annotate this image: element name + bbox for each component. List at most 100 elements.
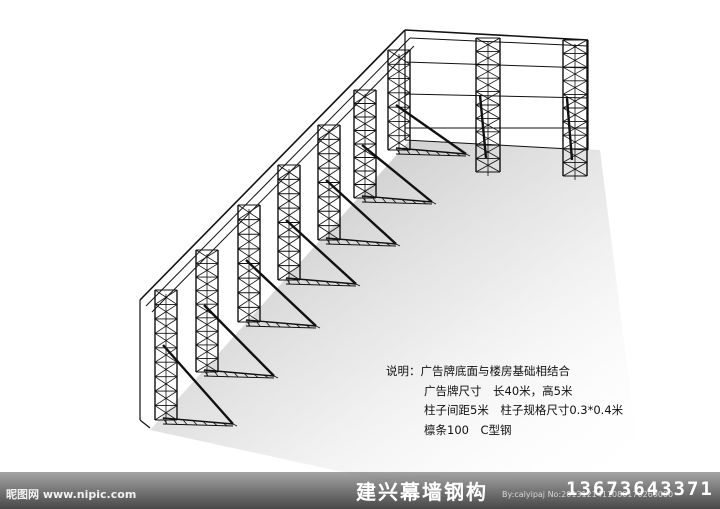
brace-lacing [391, 198, 397, 204]
column-lacing [195, 358, 219, 373]
support-brace [203, 304, 279, 379]
brace-lacing [182, 419, 188, 425]
brace-lacing [295, 278, 301, 285]
column-lacing [195, 276, 219, 292]
column-lacing [353, 143, 377, 158]
column-lacing [154, 361, 178, 378]
brace-lacing [212, 421, 218, 426]
column-lacing [237, 277, 261, 294]
brace-lacing [385, 242, 391, 247]
truss-column [237, 204, 261, 326]
column-lacing [353, 170, 377, 185]
brace-lacing [162, 417, 168, 425]
brace-lacing [245, 319, 251, 327]
column-lacing [277, 193, 301, 209]
brace-lacing [255, 320, 261, 327]
brace-base-chord [245, 319, 317, 327]
brace-lacing [275, 322, 281, 328]
brace-base-chord [285, 277, 357, 285]
brace-lacing [295, 323, 301, 328]
column-lacing [562, 39, 588, 54]
column-lacing [277, 250, 301, 266]
column-lacing [353, 157, 377, 172]
brace-lacing [213, 370, 219, 377]
column-lacing [154, 289, 178, 305]
truss-column [562, 39, 588, 180]
column-lacing [237, 248, 261, 264]
frame-top-rail-right [404, 29, 589, 41]
column-lacing [195, 303, 219, 319]
column-lacing [277, 236, 301, 252]
description-block: 说明：广告牌底面与楼房基础相结合 广告牌尺寸 长40米，高5米 柱子间距5米 柱… [386, 362, 686, 440]
column-lacing [317, 167, 341, 183]
column-lacing [154, 318, 178, 334]
column-lacing [562, 53, 588, 68]
brace-lacing [401, 199, 407, 204]
brace-lacing [243, 373, 249, 378]
column-lacing [277, 179, 301, 195]
brace-lacing [465, 153, 471, 157]
column-lacing [353, 89, 377, 104]
brace-lacing [355, 240, 361, 246]
column-lacing [475, 51, 501, 66]
column-lacing [195, 344, 219, 359]
brace-lacing [233, 372, 239, 378]
watermark-bar [0, 472, 720, 509]
brace-base-chord [361, 195, 433, 203]
column-lacing [562, 107, 588, 122]
brace-lacing [222, 422, 228, 427]
brace-lacing [263, 374, 269, 379]
brace-base-chord [325, 243, 397, 247]
column-lacing [317, 210, 341, 226]
image-id-watermark: By:calyipaj No:2013121411080170260000 [502, 490, 674, 499]
column-lacing [154, 390, 178, 406]
brace-base-chord [162, 417, 234, 425]
column-lacing [353, 103, 377, 118]
brace-strut [395, 104, 467, 155]
brace-lacing [345, 239, 351, 245]
column-lacing [475, 37, 501, 52]
brace-lacing [335, 281, 341, 286]
column-lacing [195, 290, 219, 305]
column-lacing [237, 307, 261, 323]
brace-base-chord [325, 237, 397, 245]
ground-shadow [150, 140, 640, 480]
diagonal-braces [162, 94, 574, 427]
column-lacing [562, 162, 588, 177]
support-brace [325, 179, 401, 247]
column-lacing [317, 196, 341, 212]
support-brace [361, 144, 437, 205]
description-column: 柱子间距5米 柱子规格尺寸0.3*0.4米 [424, 403, 624, 417]
brace-lacing [365, 241, 371, 246]
brace-lacing [325, 237, 331, 245]
column-lacing [387, 78, 411, 94]
brace-lacing [375, 241, 381, 246]
brace-strut [361, 144, 433, 203]
brace-lacing [285, 323, 291, 328]
column-lacing [195, 249, 219, 264]
column-lacing [277, 164, 301, 180]
column-lacing [387, 63, 411, 79]
brace-strut [203, 304, 275, 377]
brace-lacing [355, 283, 361, 287]
brace-base-chord [203, 375, 275, 379]
column-lacing [387, 121, 411, 137]
frame-bottom-corner [139, 419, 151, 429]
brace-strut [285, 219, 357, 285]
frame-rail-right [404, 93, 589, 99]
column-lacing [277, 207, 301, 223]
site-watermark: 昵图网 www.nipic.com [6, 488, 137, 501]
column-lacing [317, 153, 341, 169]
brace-lacing [305, 279, 311, 285]
column-lacing [277, 265, 301, 281]
truss-column [277, 164, 301, 284]
brace-lacing [435, 151, 441, 156]
brace-lacing [265, 321, 271, 327]
column-lacing [562, 134, 588, 150]
brace-lacing [381, 197, 387, 203]
brace-lacing [431, 201, 437, 205]
brace-lacing [411, 199, 417, 204]
column-lacing [353, 184, 377, 199]
brace-lacing [345, 282, 351, 287]
